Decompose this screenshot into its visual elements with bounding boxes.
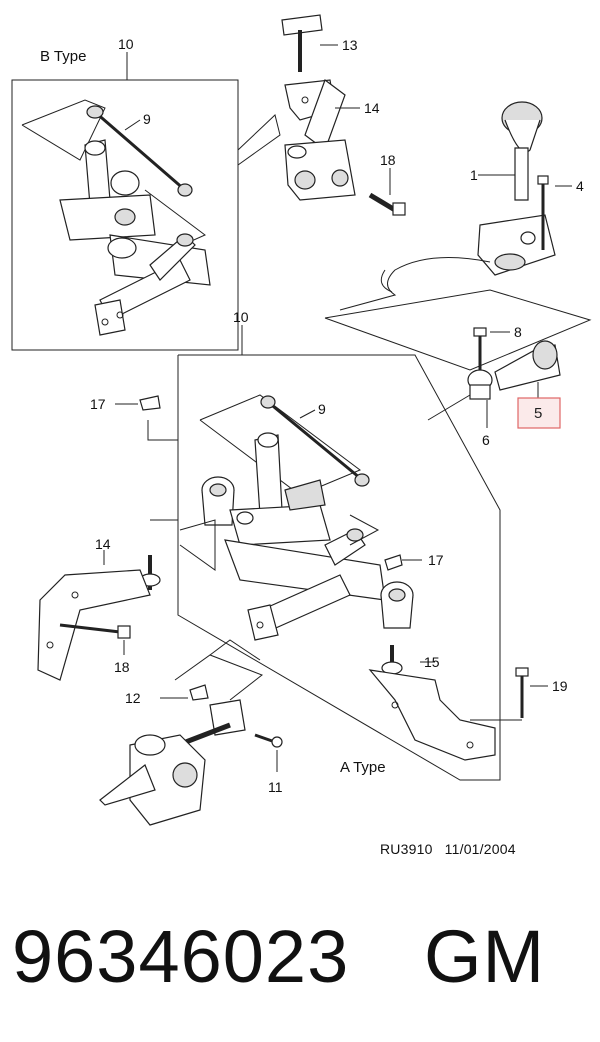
callout-11: 11 — [268, 779, 283, 795]
a-type-panel: 10 A Type 9 17 — [177, 309, 501, 781]
callout-10-top: 10 — [118, 36, 134, 52]
callout-15: 15 — [424, 654, 440, 670]
callout-18-mid: 18 — [114, 659, 130, 675]
reference-id: RU3910 — [380, 841, 433, 857]
callout-9-mid: 9 — [318, 401, 326, 417]
callout-1: 1 — [470, 167, 478, 183]
callout-14-top: 14 — [364, 100, 380, 116]
callout-19: 19 — [552, 678, 568, 694]
part-number: 96346023 — [12, 915, 350, 998]
exploded-parts-diagram: B Type 10 9 13 14 — [11, 14, 592, 826]
callout-18-top: 18 — [380, 152, 396, 168]
manufacturer: GM — [424, 915, 546, 998]
a-type-label: A Type — [340, 759, 386, 776]
b-type-label: B Type — [40, 48, 86, 65]
b-type-panel: B Type 10 9 — [11, 36, 239, 351]
callout-13: 13 — [342, 37, 358, 53]
callout-9-top: 9 — [143, 111, 151, 127]
lower-shift-parts: 12 11 — [99, 639, 283, 826]
callout-17-left: 17 — [90, 396, 106, 412]
callout-5: 5 — [534, 405, 542, 422]
callout-10-mid: 10 — [233, 309, 249, 325]
reference-code: RU3910 11/01/2004 — [380, 841, 524, 857]
callout-12: 12 — [125, 690, 141, 706]
top-center-parts: 13 14 18 — [237, 14, 406, 216]
part-footer: 96346023 GM — [12, 912, 592, 1002]
reference-date: 11/01/2004 — [444, 841, 516, 857]
clip-17-left: 17 — [90, 395, 178, 441]
callout-4: 4 — [576, 178, 584, 194]
bracket-15: 15 19 — [368, 645, 568, 761]
gear-lever-assembly: 1 4 — [324, 101, 592, 371]
bracket-14-left: 14 18 — [37, 519, 178, 681]
callout-6: 6 — [482, 432, 490, 448]
part-5-group: 8 6 5 — [427, 324, 561, 448]
highlight-box — [517, 397, 561, 429]
callout-14-mid: 14 — [95, 536, 111, 552]
callout-8: 8 — [514, 324, 522, 340]
callout-17-right: 17 — [428, 552, 444, 568]
